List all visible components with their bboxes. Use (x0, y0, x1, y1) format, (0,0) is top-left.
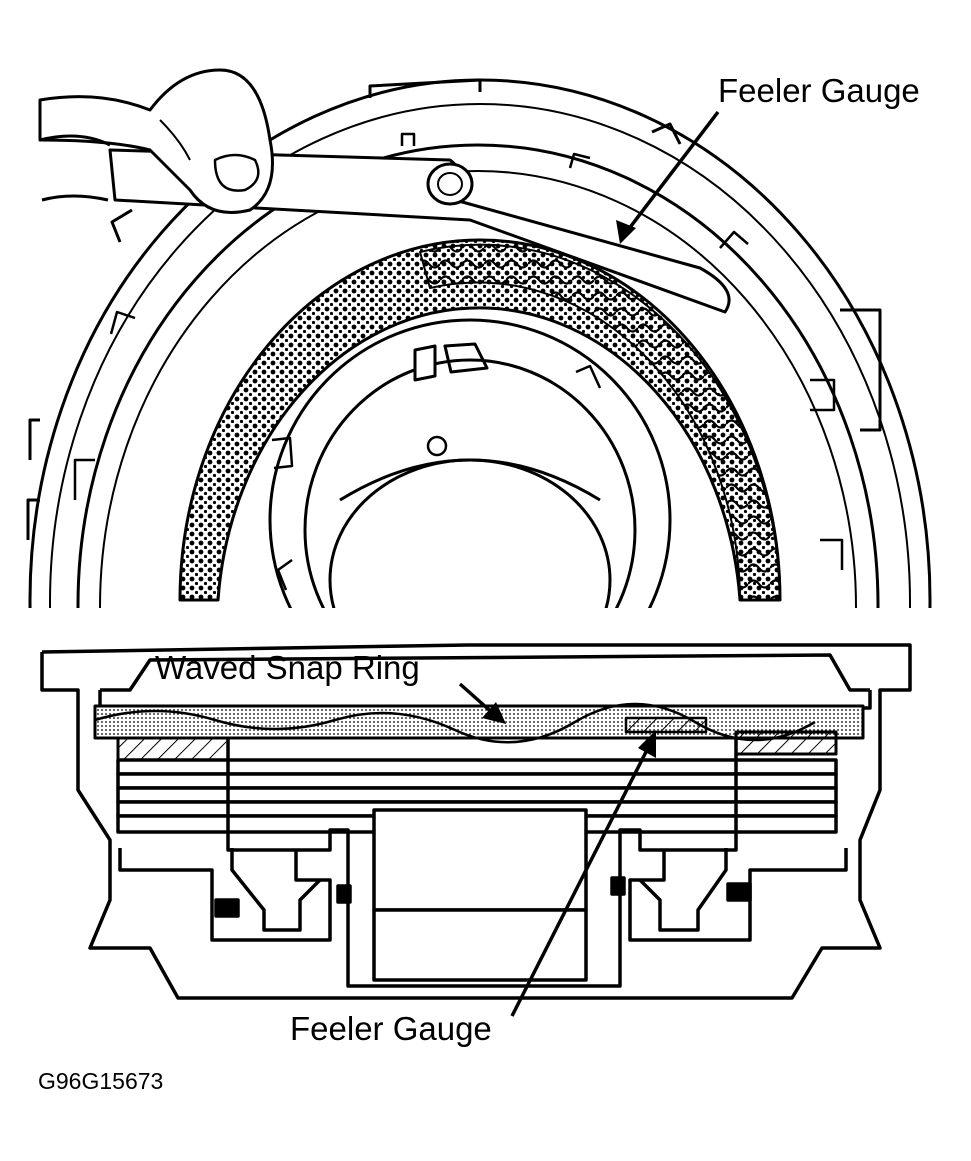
waved-snap-ring-label: Waved Snap Ring (155, 649, 420, 686)
top-feeler-gauge-leader (616, 110, 720, 244)
cross-section-view (40, 643, 912, 1000)
bottom-feeler-gauge-leader (510, 730, 656, 1017)
feeler-gauge-label-bottom: Feeler Gauge (290, 1010, 492, 1047)
snap-ring-leader (458, 682, 506, 724)
top-feeler-gauge (38, 68, 731, 314)
figure-code: G96G15673 (38, 1068, 164, 1094)
feeler-gauge-label-top: Feeler Gauge (718, 72, 920, 109)
top-clutch-view (26, 78, 932, 608)
